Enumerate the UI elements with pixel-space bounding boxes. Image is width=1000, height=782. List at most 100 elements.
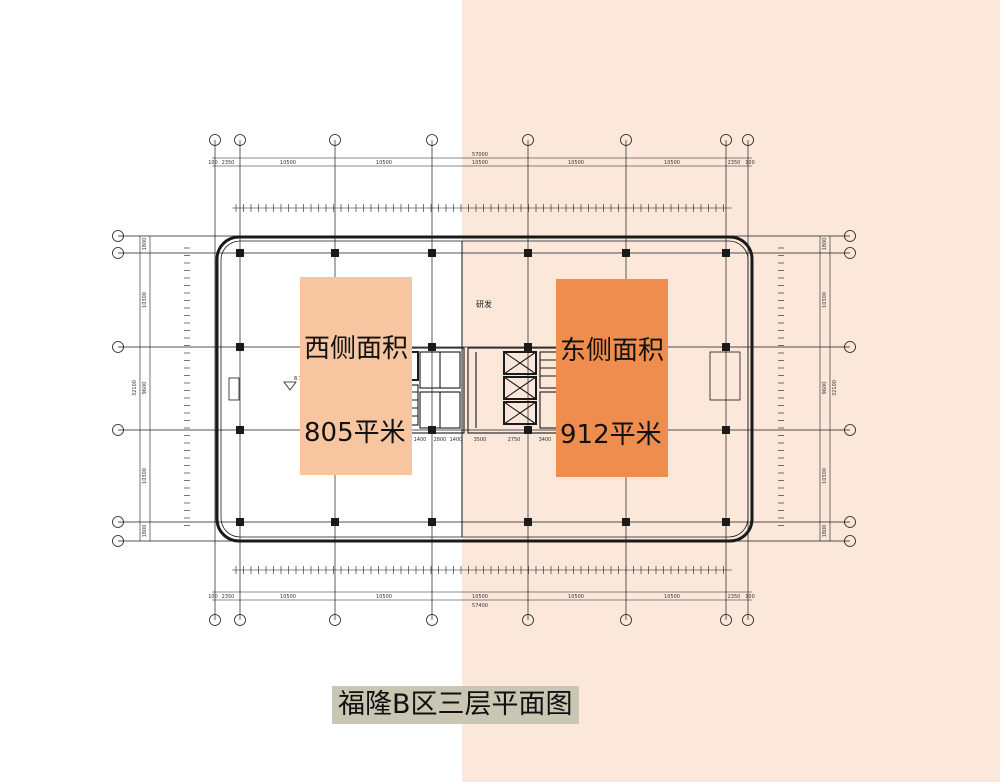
top-total-dim: 57000 [472,152,488,158]
top-segment-dim: 10500 [664,160,680,166]
column [524,249,532,257]
column [428,518,436,526]
column [722,343,730,351]
axis-bubble [720,134,732,146]
facade-fins [184,204,784,574]
bottom-segment-dim: 100 [745,594,755,600]
column [524,426,532,434]
bottom-segment-dim: 2350 [222,594,235,600]
column [236,518,244,526]
right-side-dim: 9600 [822,382,828,395]
axis-bubble [112,247,124,259]
column [331,518,339,526]
west-core-dim: 2800 [434,437,447,443]
axis-bubble [844,341,856,353]
axis-bubble [844,424,856,436]
east-area-label: 东侧面积 912平米 [556,279,669,477]
top-segment-dim: 10500 [568,160,584,166]
east-core-dim: 3500 [474,437,487,443]
axis-bubble [426,614,438,626]
top-segment-dim: 10500 [472,160,488,166]
column [722,426,730,434]
outer-wall [215,235,754,543]
axis-bubble [112,516,124,528]
axis-bubble [329,614,341,626]
axis-bubble [720,614,732,626]
top-segment-dim: 10500 [376,160,392,166]
top-segment-dim: 10500 [280,160,296,166]
bottom-total-dim: 57400 [472,603,488,609]
east-core-dim: 3400 [539,437,552,443]
left-side-dim: 1800 [142,525,148,538]
west-side-detail [228,377,240,401]
plan-title: 福隆B区三层平面图 [332,686,579,724]
column [722,249,730,257]
top-segment-dim: 100 [745,160,755,166]
axis-bubbles [112,134,856,626]
axis-bubble [522,614,534,626]
west-area-name: 西侧面积 [304,334,409,364]
axis-bubble [234,134,246,146]
column [524,518,532,526]
column [722,518,730,526]
axis-bubble [742,134,754,146]
axis-bubble [112,424,124,436]
west-area-label: 西侧面积 805平米 [300,277,413,475]
column [236,249,244,257]
axis-bubble [329,134,341,146]
inner-wall [220,240,749,538]
right-side-dim: 10300 [822,292,828,308]
column [622,518,630,526]
right-total-dim: 32100 [832,380,838,396]
right-side-dim: 1800 [822,525,828,538]
axis-bubble [234,614,246,626]
east-side-detail [709,351,741,401]
west-core-dim: 1400 [450,437,463,443]
west-area-value: 805平米 [304,418,406,448]
axis-bubble [112,230,124,242]
east-half-tint [462,0,1000,782]
column [236,343,244,351]
top-segment-dim: 100 [208,160,218,166]
bottom-segment-dim: 10500 [568,594,584,600]
room-label: 研发 [476,299,492,309]
bottom-segment-dim: 10500 [664,594,680,600]
left-side-dim: 10300 [142,468,148,484]
column [524,343,532,351]
elevation-triangle [283,381,297,391]
dimension-labels: 100 2350 10500 10500 10500 10500 10500 2350 100 5… [132,152,838,609]
bottom-segment-dim: 10500 [280,594,296,600]
bottom-segment-dim: 100 [208,594,218,600]
column [236,426,244,434]
axis-bubble [522,134,534,146]
column [428,249,436,257]
axis-bubble [844,516,856,528]
column [428,343,436,351]
right-side-dim: 1800 [822,238,828,251]
column [331,249,339,257]
axis-bubble [742,614,754,626]
axis-bubble [426,134,438,146]
axis-bubble [844,230,856,242]
left-side-dim: 1800 [142,238,148,251]
axis-bubble [209,134,221,146]
east-area-value: 912平米 [560,420,662,450]
right-side-dim: 10300 [822,468,828,484]
bottom-segment-dim: 10500 [472,594,488,600]
axis-bubble [112,535,124,547]
axis-bubble [844,535,856,547]
left-side-dim: 10300 [142,292,148,308]
top-segment-dim: 2350 [728,160,741,166]
east-core-dim: 2750 [508,437,521,443]
top-segment-dim: 2350 [222,160,235,166]
axis-bubble [844,247,856,259]
bottom-segment-dim: 10500 [376,594,392,600]
left-total-dim: 32100 [132,380,138,396]
left-side-dim: 9600 [142,382,148,395]
axis-bubble [112,341,124,353]
floor-plan [118,140,850,620]
west-core-dim: 1400 [414,437,427,443]
column [428,426,436,434]
bottom-segment-dim: 2350 [728,594,741,600]
